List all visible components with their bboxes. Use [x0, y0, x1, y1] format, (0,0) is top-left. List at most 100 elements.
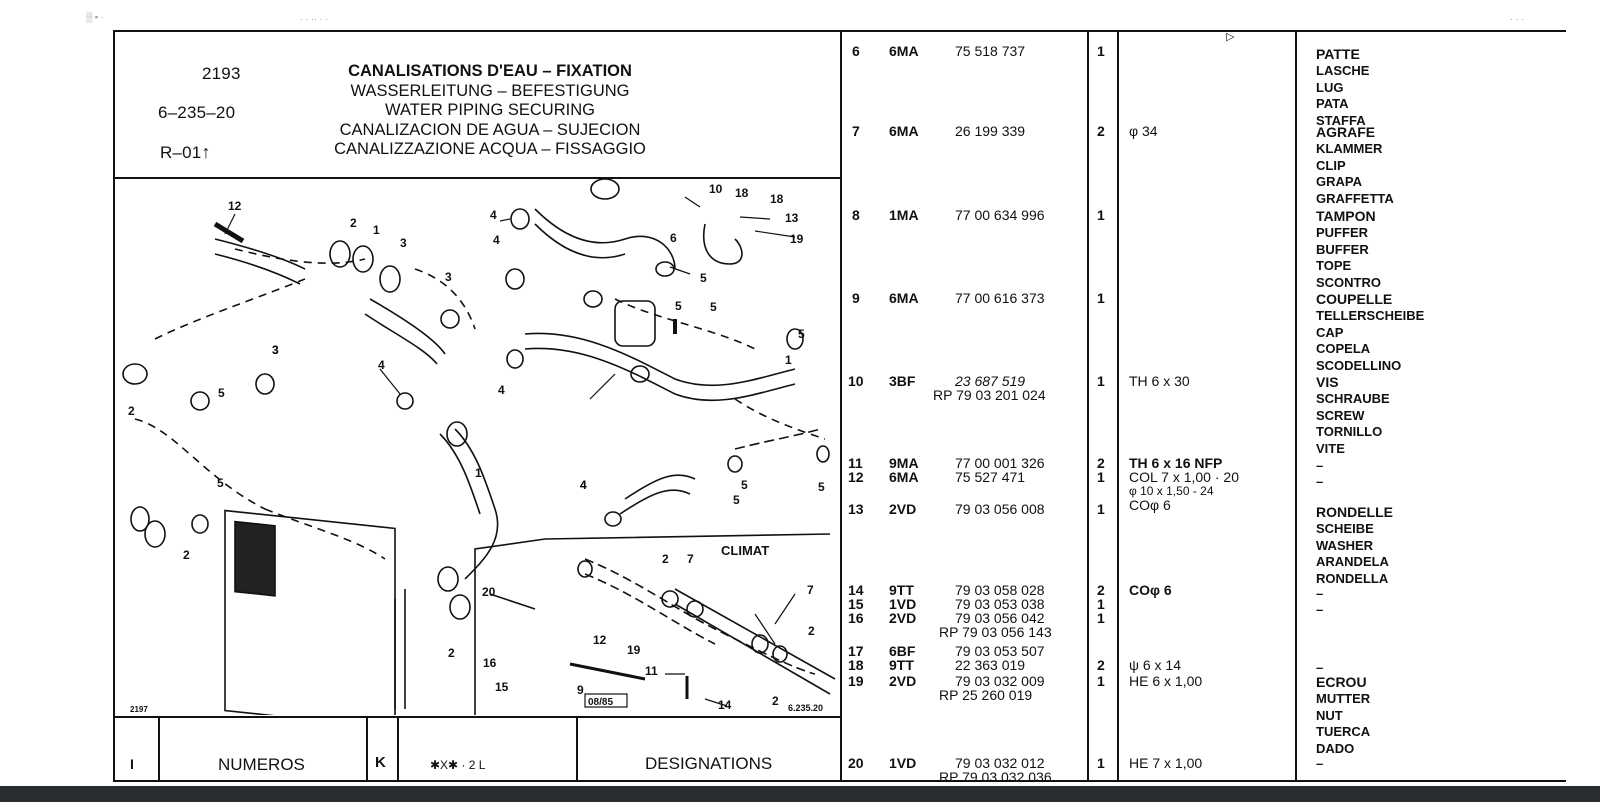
designation-coupelle: COUPELLE TELLERSCHEIBE CAP COPELA SCODEL…: [1316, 291, 1424, 375]
callout-label: 9: [577, 683, 584, 697]
footer-k: K: [375, 754, 386, 771]
quantity: 2: [1097, 657, 1105, 673]
supplier-code: 2VD: [889, 501, 917, 517]
designation-es: PATA: [1316, 96, 1349, 112]
designation-es: TOPE: [1316, 258, 1352, 274]
engine-outline: [614, 298, 826, 440]
title-it: CANALIZZAZIONE ACQUA – FISSAGGIO: [334, 140, 646, 158]
callout-label: 2: [350, 216, 357, 230]
divider: [1087, 30, 1089, 782]
quantity: 2: [1097, 123, 1105, 139]
quantity: 1: [1097, 373, 1105, 389]
supplier-code: 1VD: [889, 596, 917, 612]
item-number: 19: [848, 673, 864, 689]
designation-de: MUTTER: [1316, 690, 1371, 706]
designation-es: GRAPA: [1316, 174, 1362, 190]
divider: [1117, 30, 1119, 782]
designation-tampon: TAMPON PUFFER BUFFER TOPE SCONTRO: [1316, 208, 1381, 292]
designation-main: RONDELLE: [1316, 504, 1393, 520]
callout-label: 5: [741, 478, 748, 492]
exploded-diagram: 12 2 1 3 4 10 18 18 13 6 19 5 3 4 5 3 2 …: [122, 179, 836, 715]
supplier-code: 1VD: [889, 755, 917, 771]
callout-label: 5: [733, 493, 740, 507]
callout-label: 4: [378, 358, 385, 372]
callout-label: 3: [445, 270, 452, 284]
supplier-code: 9MA: [889, 455, 919, 471]
spec-note: φ 34: [1129, 123, 1158, 139]
part-number: 23 687 519: [955, 373, 1026, 389]
designation-ecrou: ECROU MUTTER NUT TUERCA DADO: [1316, 674, 1370, 758]
callout-label: 5: [217, 476, 224, 490]
designation-dash: –: [1316, 586, 1324, 601]
callout-label: 7: [687, 552, 694, 566]
ref-revision: R–01↑: [160, 142, 211, 163]
ref-number: 2193: [202, 64, 241, 83]
designation-es: TUERCA: [1316, 724, 1371, 740]
footer-qty: ✱X✱ · 2 L: [430, 758, 486, 772]
supplier-code: 9TT: [889, 582, 914, 598]
designation-dash: –: [1316, 458, 1324, 473]
supplier-code: 3BF: [889, 373, 916, 389]
callout-label: 15: [495, 680, 509, 694]
callout-label: 5: [710, 300, 717, 314]
callout-label: 1: [475, 466, 482, 480]
designation-en: CLIP: [1316, 157, 1346, 173]
supplier-code: 2VD: [889, 673, 917, 689]
designation-de: TELLERSCHEIBE: [1316, 307, 1425, 323]
designation-es: COPELA: [1316, 341, 1371, 357]
callout-label: 13: [785, 211, 799, 225]
designation-main: AGRAFE: [1316, 124, 1376, 140]
callout-label: 10: [709, 182, 723, 196]
inset-border: [474, 533, 831, 715]
quantity: 1: [1097, 501, 1105, 517]
quantity: 1: [1097, 596, 1105, 612]
part-number: 77 00 001 326: [955, 455, 1045, 471]
inset-label: CLIMAT: [721, 543, 769, 558]
spec-note: COφ 6: [1129, 497, 1171, 513]
designation-en: SCREW: [1316, 407, 1365, 423]
designation-rondelle: RONDELLE SCHEIBE WASHER ARANDELA RONDELL…: [1316, 504, 1393, 588]
footer-numeros: NUMEROS: [218, 755, 305, 774]
footer-designations: DESIGNATIONS: [645, 754, 773, 773]
item-number: 12: [848, 469, 864, 485]
callout-label: 5: [675, 299, 682, 313]
designation-en: WASHER: [1316, 537, 1374, 553]
part-number: 79 03 053 507: [955, 643, 1045, 659]
hose: [524, 332, 796, 402]
part-number: 75 518 737: [955, 43, 1026, 59]
supplier-code: 2VD: [889, 610, 917, 626]
designation-en: NUT: [1316, 707, 1343, 723]
fig-ref: 6.235.20: [788, 703, 823, 713]
scan-noise: ▒ ▪ ·: [86, 12, 104, 22]
replacement-number: RP 79 03 056 143: [939, 624, 1052, 640]
supplier-code: 6BF: [889, 643, 916, 659]
callout-label: 5: [798, 327, 805, 341]
engine-outline: [234, 248, 476, 330]
hose: [364, 298, 446, 365]
designation-main: ECROU: [1316, 674, 1367, 690]
item-number: 18: [848, 657, 864, 673]
item-number: 14: [848, 582, 864, 598]
item-number: 15: [848, 596, 864, 612]
hose: [534, 208, 676, 270]
marker-icon: ▷: [1226, 31, 1235, 43]
callout-label: 4: [580, 478, 587, 492]
spec-note: TH 6 x 16 NFP: [1129, 455, 1223, 471]
callout-label: 3: [272, 343, 279, 357]
callout-label: 12: [228, 199, 242, 213]
supplier-code: 9TT: [889, 657, 914, 673]
item-number: 17: [848, 643, 864, 659]
divider: [576, 716, 578, 782]
item-number: 16: [848, 610, 864, 626]
part-number: 26 199 339: [955, 123, 1026, 139]
callout-label: 4: [490, 208, 497, 222]
designation-de: LASCHE: [1316, 62, 1370, 78]
designation-de: SCHRAUBE: [1316, 390, 1390, 406]
supplier-code: 6MA: [889, 43, 919, 59]
arrow-up-icon: ↑: [201, 142, 211, 162]
designation-en: CAP: [1316, 324, 1344, 340]
designation-it: GRAFFETTA: [1316, 191, 1394, 207]
quantity: 1: [1097, 43, 1105, 59]
supplier-code: 6MA: [889, 123, 919, 139]
designation-it: SCONTRO: [1316, 275, 1381, 291]
